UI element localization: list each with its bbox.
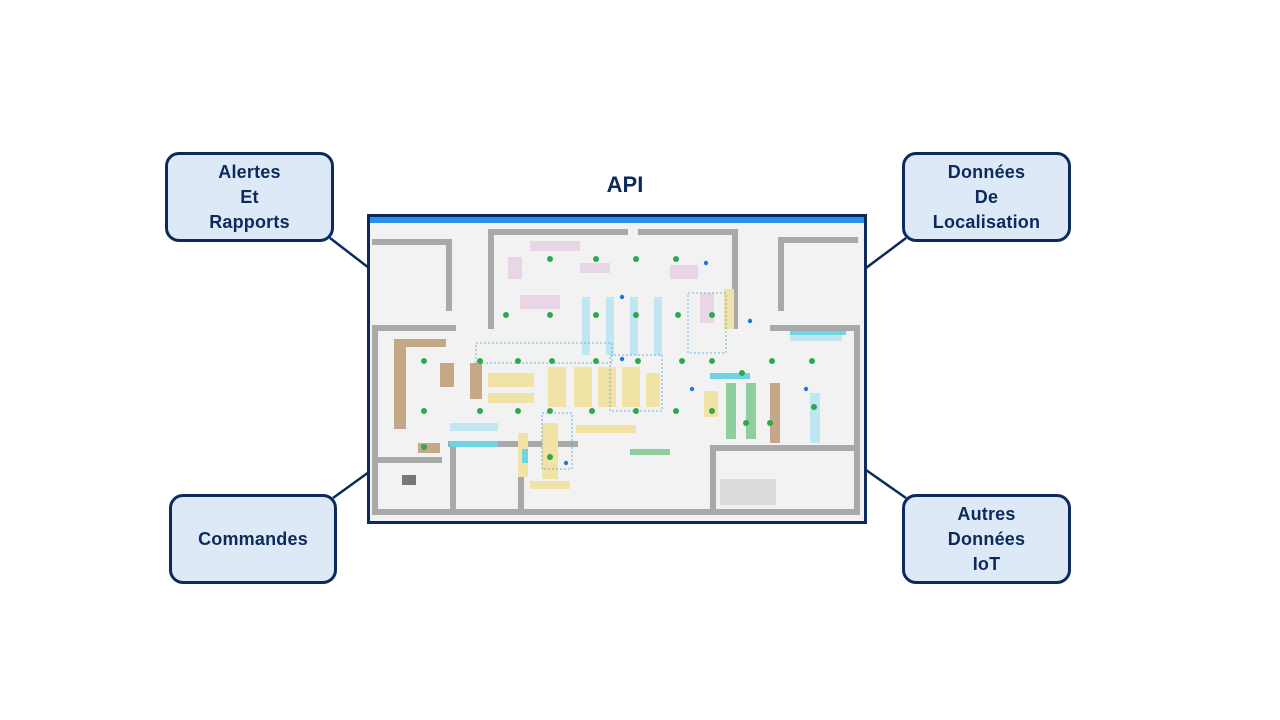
api-screen (367, 214, 867, 524)
connector-donnees (865, 237, 907, 269)
store-floorplan-image (370, 223, 864, 521)
api-title: API (606, 172, 644, 197)
connector-autres (865, 468, 907, 500)
alertes-rapports-node: Alertes Et Rapports (165, 152, 334, 242)
connector-commandes (332, 470, 370, 500)
autres-donnees-iot-node: Autres Données IoT (902, 494, 1071, 584)
donnees-localisation-node: Données De Localisation (902, 152, 1071, 242)
screen-topbar (370, 217, 864, 223)
node-line: De (974, 186, 999, 207)
node-line: Données (947, 161, 1026, 182)
node-line: Données (947, 528, 1026, 549)
node-line: Commandes (198, 528, 308, 549)
node-line: IoT (972, 553, 1001, 574)
node-line: Autres (957, 503, 1016, 524)
node-line: Rapports (209, 211, 290, 232)
node-line: Alertes (218, 161, 281, 182)
node-line: Et (240, 186, 259, 207)
connector-alertes (329, 237, 370, 269)
node-line: Localisation (932, 211, 1041, 232)
commandes-node: Commandes (169, 494, 337, 584)
